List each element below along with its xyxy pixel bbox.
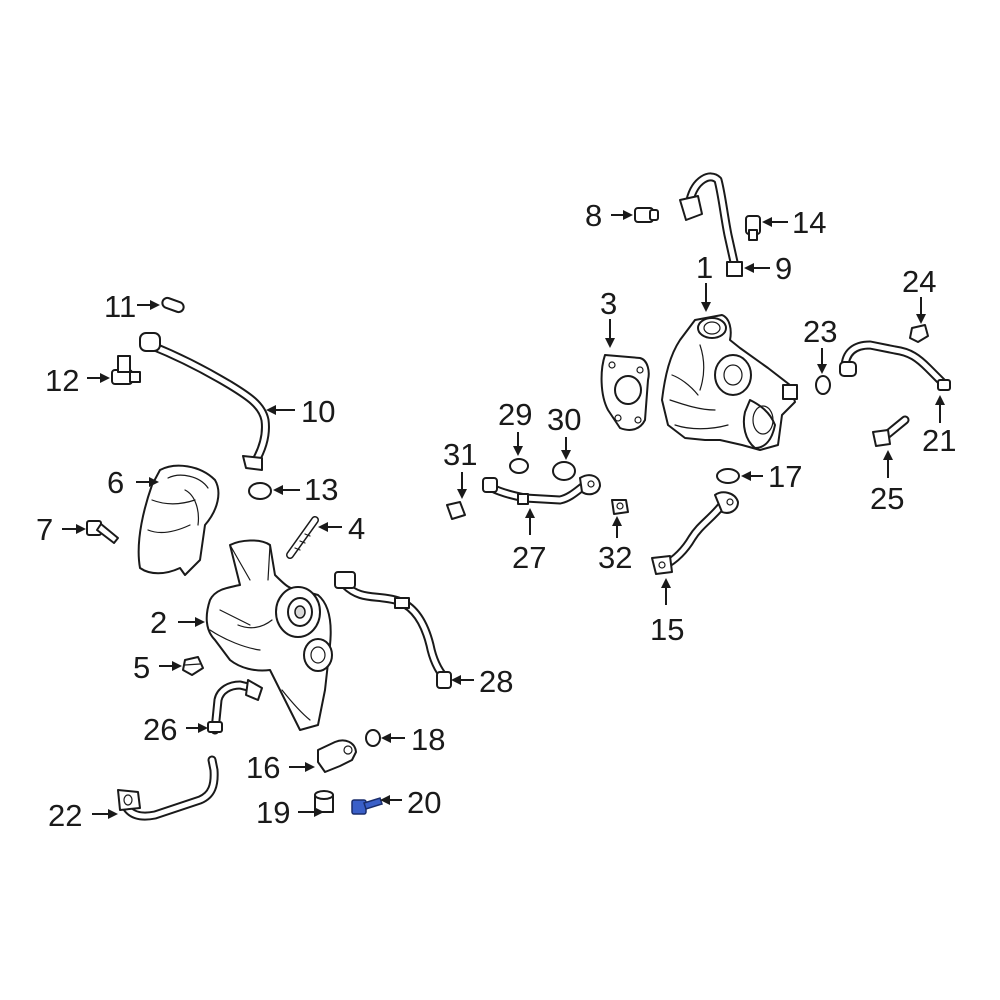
part-4-stud[interactable] xyxy=(286,516,319,559)
part-8-bolt[interactable] xyxy=(634,207,659,223)
part-12-bolt[interactable] xyxy=(111,355,141,385)
part-31-fitting[interactable] xyxy=(446,501,466,520)
part-26-coolant-hose[interactable] xyxy=(207,679,263,735)
part-17-o-ring[interactable] xyxy=(716,468,740,484)
callout-20: 20 xyxy=(407,785,441,820)
part-9-oil-line[interactable] xyxy=(679,172,743,277)
part-5-plug[interactable] xyxy=(182,656,204,676)
part-16-fitting[interactable] xyxy=(317,739,357,773)
callout-27: 27 xyxy=(512,540,546,575)
part-24-fitting[interactable] xyxy=(909,324,929,343)
part-13-o-ring[interactable] xyxy=(248,482,272,500)
callout-4: 4 xyxy=(348,511,365,546)
callout-9: 9 xyxy=(775,251,792,286)
callout-29: 29 xyxy=(498,397,532,432)
part-22-coolant-line[interactable] xyxy=(117,755,219,821)
part-30-o-ring[interactable] xyxy=(552,461,576,481)
callout-14: 14 xyxy=(792,205,826,240)
part-7-bolt[interactable] xyxy=(86,520,119,544)
callout-16: 16 xyxy=(246,750,280,785)
part-29-o-ring[interactable] xyxy=(509,458,529,474)
callout-25: 25 xyxy=(870,481,904,516)
callout-10: 10 xyxy=(301,394,335,429)
part-14-stud[interactable] xyxy=(745,215,761,241)
callout-5: 5 xyxy=(133,650,150,685)
callout-1: 1 xyxy=(696,250,713,285)
callout-24: 24 xyxy=(902,264,936,299)
callout-2: 2 xyxy=(150,605,167,640)
callout-8: 8 xyxy=(585,198,602,233)
callout-12: 12 xyxy=(45,363,79,398)
part-20-bolt-highlighted[interactable] xyxy=(351,797,383,815)
callout-26: 26 xyxy=(143,712,177,747)
part-21-coolant-line[interactable] xyxy=(839,340,951,391)
callout-21: 21 xyxy=(922,423,956,458)
callout-arrows xyxy=(62,210,945,819)
part-10-oil-line[interactable] xyxy=(139,332,270,471)
part-11-pin[interactable] xyxy=(161,296,185,314)
part-28-line[interactable] xyxy=(334,571,452,689)
callout-30: 30 xyxy=(547,402,581,437)
callout-6: 6 xyxy=(107,465,124,500)
callout-11: 11 xyxy=(104,289,136,324)
part-27-coolant-line[interactable] xyxy=(482,474,601,505)
callout-13: 13 xyxy=(304,472,338,507)
part-23-o-ring[interactable] xyxy=(815,375,831,395)
callout-18: 18 xyxy=(411,722,445,757)
callout-22: 22 xyxy=(48,798,82,833)
part-1-turbocharger[interactable] xyxy=(661,314,798,451)
part-25-hose[interactable] xyxy=(872,415,910,447)
callout-28: 28 xyxy=(479,664,513,699)
callout-19: 19 xyxy=(256,795,290,830)
callout-15: 15 xyxy=(650,612,684,647)
callout-7: 7 xyxy=(36,512,53,547)
part-15-oil-return-line[interactable] xyxy=(651,491,739,575)
callout-3: 3 xyxy=(600,286,617,321)
callout-labels: 11 12 10 13 4 6 7 2 5 26 22 28 16 18 19 … xyxy=(36,198,956,833)
part-19-sleeve[interactable] xyxy=(314,790,334,813)
part-6-heat-shield[interactable] xyxy=(137,464,220,576)
callout-32: 32 xyxy=(598,540,632,575)
callout-23: 23 xyxy=(803,314,837,349)
part-2-turbocharger[interactable] xyxy=(205,539,333,731)
part-32-bolt[interactable] xyxy=(611,499,629,515)
callout-31: 31 xyxy=(443,437,477,472)
part-3-gasket[interactable] xyxy=(600,354,650,431)
part-18-o-ring[interactable] xyxy=(365,729,381,747)
callout-17: 17 xyxy=(768,459,802,494)
